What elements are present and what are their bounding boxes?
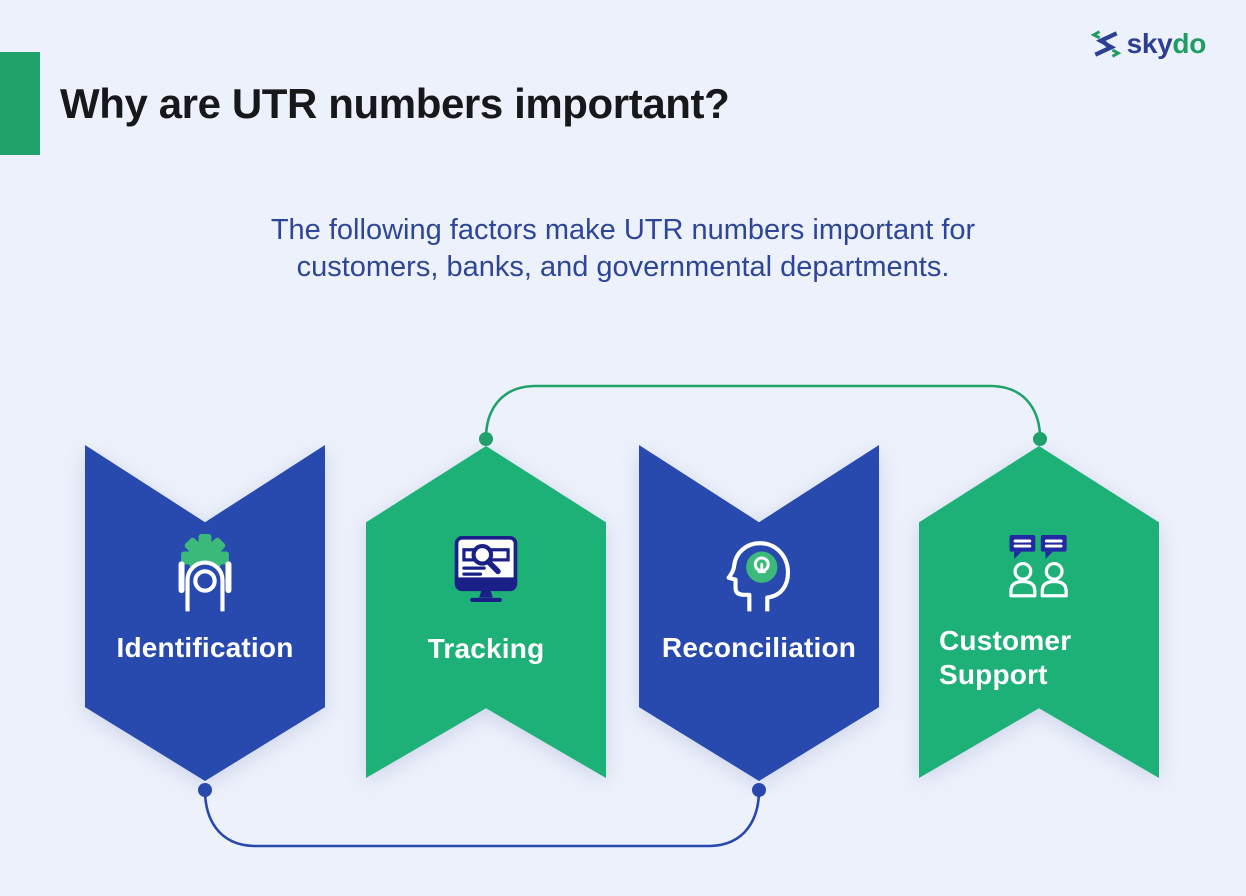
bottom-connector-dot-left	[198, 783, 212, 797]
skydo-logo: skydo	[1090, 28, 1206, 60]
logo-text-sky: sky	[1126, 28, 1173, 59]
banner-label-identification: Identification	[116, 632, 294, 663]
monitor-search-icon	[454, 535, 518, 602]
skydo-s-icon	[1090, 30, 1122, 58]
subtitle-line-2: customers, banks, and governmental depar…	[296, 251, 950, 283]
accent-bar	[0, 52, 40, 155]
logo-text-do: do	[1172, 28, 1206, 59]
top-connector-line	[484, 384, 1042, 439]
subtitle: The following factors make UTR numbers i…	[0, 212, 1246, 286]
banner-identification: Identification	[85, 445, 325, 781]
bottom-connector-dot-right	[752, 783, 766, 797]
banner-tracking: Tracking	[366, 446, 606, 778]
banner-customer-support: Customer Support	[919, 446, 1159, 778]
subtitle-line-1: The following factors make UTR numbers i…	[270, 214, 976, 246]
bottom-connector-line	[203, 789, 761, 848]
banner-reconciliation: Reconciliation	[639, 445, 879, 781]
person-holding-gear-icon	[178, 534, 232, 612]
banner-label-reconciliation: Reconciliation	[661, 632, 857, 663]
logo-wordmark: skydo	[1126, 28, 1207, 60]
banner-label-customer-support: Customer Support	[939, 625, 1072, 690]
banner-label-tracking: Tracking	[427, 633, 545, 664]
top-connector-dot-left	[479, 432, 493, 446]
people-chat-icon	[1009, 535, 1068, 598]
top-connector-dot-right	[1033, 432, 1047, 446]
page-title: Why are UTR numbers important?	[60, 80, 730, 127]
head-lightbulb-icon	[726, 541, 791, 612]
